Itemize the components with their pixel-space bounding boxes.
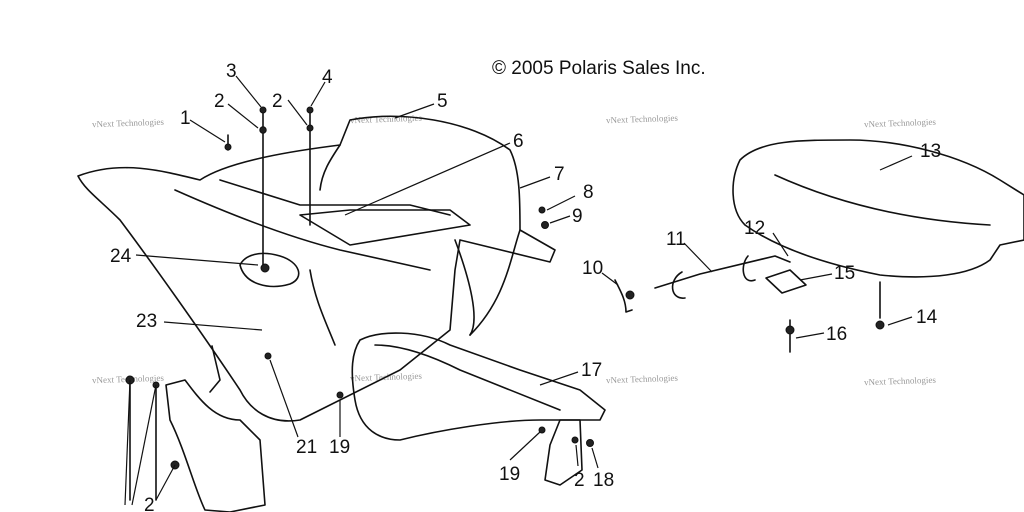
- callout-9: 9: [572, 206, 583, 227]
- callout-19: 19: [329, 437, 350, 458]
- callout-8: 8: [583, 182, 594, 203]
- seat: [732, 139, 1024, 278]
- callout-10: 10: [582, 258, 603, 279]
- callout-15: 15: [834, 263, 855, 284]
- callout-19-lower: 19: [499, 464, 520, 485]
- mud-flap: [165, 379, 266, 512]
- callout-2: 2: [214, 91, 225, 112]
- callout-5: 5: [437, 91, 448, 112]
- callout-12: 12: [744, 218, 765, 239]
- latch-rod: [654, 255, 791, 289]
- copyright-notice: © 2005 Polaris Sales Inc.: [492, 58, 706, 79]
- mud-flap-small: [544, 419, 583, 486]
- callout-24: 24: [110, 246, 132, 267]
- callout-3: 3: [226, 61, 237, 82]
- callout-23: 23: [136, 311, 157, 332]
- callout-2-top: 2: [272, 91, 283, 112]
- callout-18: 18: [593, 470, 614, 491]
- callout-21: 21: [296, 437, 317, 458]
- fender-extension: [351, 332, 606, 441]
- callout-6: 6: [513, 131, 524, 152]
- callout-2-lower-right: 2: [574, 470, 585, 491]
- fender-panel: [239, 252, 300, 288]
- rear-fender: [77, 115, 556, 422]
- latch-plate: [765, 269, 807, 294]
- callout-7: 7: [554, 164, 565, 185]
- callout-1: 1: [180, 108, 191, 129]
- callout-13: 13: [920, 141, 941, 162]
- latch-hook: [671, 271, 686, 299]
- callout-11: 11: [666, 229, 686, 250]
- callout-2-lower-left: 2: [144, 495, 155, 512]
- callout-14: 14: [916, 307, 938, 328]
- callout-16: 16: [826, 324, 847, 345]
- latch-spring: [614, 279, 633, 313]
- callout-4: 4: [322, 67, 333, 88]
- callout-17: 17: [581, 360, 602, 381]
